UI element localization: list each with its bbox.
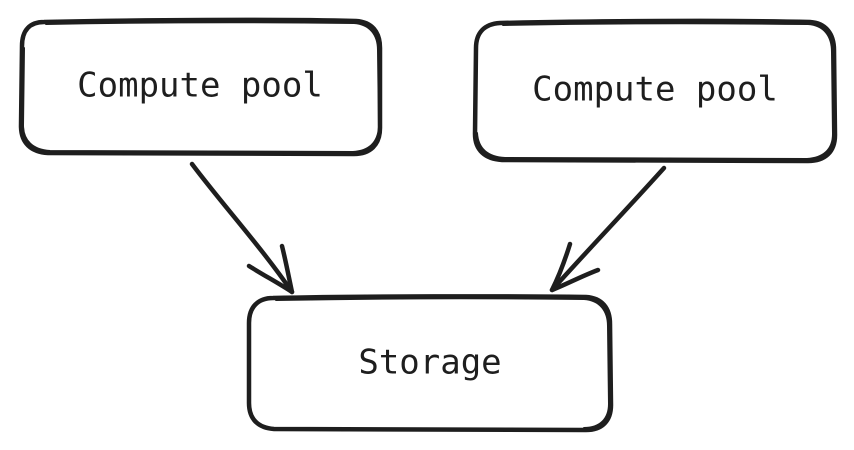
- node-storage-label: Storage: [358, 343, 501, 383]
- node-compute-pool-right-box: [472, 18, 838, 164]
- node-compute-pool-left[interactable]: Compute pool: [18, 17, 383, 157]
- edge-right-to-storage-arrowhead: [549, 241, 601, 293]
- node-storage[interactable]: Storage: [246, 294, 614, 433]
- edge-left-to-storage-shaft: [189, 161, 295, 295]
- node-storage-box: [246, 294, 614, 433]
- node-compute-pool-right[interactable]: Compute pool: [472, 18, 838, 164]
- edge-right-to-storage-shaft: [549, 165, 667, 293]
- edge-left-to-storage: [189, 161, 295, 295]
- node-compute-pool-right-label: Compute pool: [532, 70, 778, 110]
- edge-left-to-storage-arrowhead: [246, 243, 295, 295]
- node-compute-pool-left-box: [18, 17, 383, 157]
- node-compute-pool-left-label: Compute pool: [77, 66, 323, 106]
- edge-right-to-storage: [549, 165, 667, 293]
